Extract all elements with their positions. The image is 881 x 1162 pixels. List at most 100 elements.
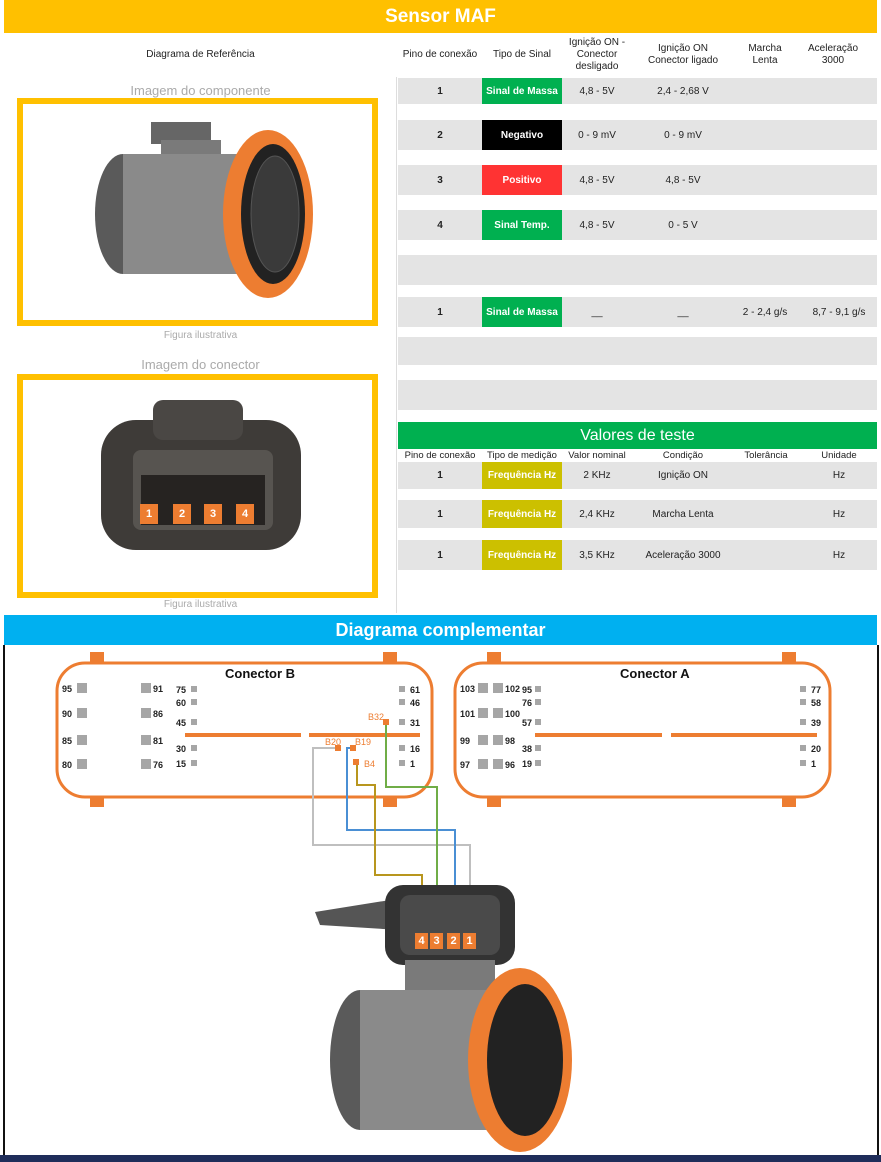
connector_a-pin bbox=[478, 735, 488, 745]
signal-badge: Sinal de Massa bbox=[482, 78, 562, 104]
connector_a-pin-label: 1 bbox=[811, 759, 817, 769]
connector_b-pin bbox=[77, 735, 87, 745]
connector_a-pin bbox=[493, 708, 503, 718]
highlight-pin bbox=[353, 759, 359, 765]
header-on: Ignição ON Conector ligado bbox=[647, 43, 719, 66]
ign-off-cell: 4,8 - 5V bbox=[579, 219, 615, 231]
table-row bbox=[398, 210, 877, 240]
connector-pin-4: 4 bbox=[236, 504, 254, 524]
connector_b-pin-label: 90 bbox=[62, 709, 73, 719]
connector_a-pin-label: 100 bbox=[505, 709, 521, 719]
pin-cell: 4 bbox=[437, 219, 443, 231]
connector_b-pin bbox=[191, 745, 197, 751]
highlight-pin bbox=[335, 745, 341, 751]
connector_b-pin-label: 76 bbox=[153, 760, 164, 770]
connector-pin-3: 3 bbox=[204, 504, 222, 524]
connector_a-pin-label: 57 bbox=[522, 718, 533, 728]
connector_b-pin-label: 16 bbox=[410, 744, 421, 754]
pin-cell: 1 bbox=[437, 508, 443, 520]
connector_b-pin-label: 1 bbox=[410, 759, 416, 769]
connector_b-pin bbox=[399, 699, 405, 705]
highlight-pin-label: B20 bbox=[325, 737, 342, 747]
figure-caption: Figura ilustrativa bbox=[163, 330, 238, 341]
unit-cell: Hz bbox=[832, 549, 846, 561]
connector_b-pin-label: 30 bbox=[176, 744, 187, 754]
connector_b-pin-label: 46 bbox=[410, 698, 421, 708]
figure-caption-2: Figura ilustrativa bbox=[163, 599, 238, 610]
table-row bbox=[398, 165, 877, 195]
connector_a-pin-label: 20 bbox=[811, 744, 822, 754]
connector_b-pin-label: 81 bbox=[153, 736, 164, 746]
condition-cell: Aceleração 3000 bbox=[645, 549, 721, 561]
connector-a-outline bbox=[453, 661, 832, 799]
connector-a-title: Conector A bbox=[620, 666, 690, 681]
connector_a-pin bbox=[493, 759, 503, 769]
ign-off-cell: 4,8 - 5V bbox=[579, 85, 615, 97]
test-row bbox=[398, 462, 877, 489]
connector_a-pin bbox=[493, 735, 503, 745]
ign-off-cell: __ bbox=[591, 306, 603, 318]
connector_a-pin bbox=[800, 760, 806, 766]
pin-cell: 1 bbox=[437, 85, 443, 97]
pin-cell: 1 bbox=[437, 470, 443, 481]
connector_b-pin bbox=[141, 759, 151, 769]
footer-bar bbox=[0, 1155, 881, 1162]
highlight-pin-label: B4 bbox=[364, 759, 376, 769]
connector_b-pin bbox=[191, 719, 197, 725]
connector_a-pin bbox=[478, 759, 488, 769]
test-row bbox=[398, 540, 877, 570]
maf-sensor-bottom bbox=[315, 885, 572, 1152]
signal-badge: Negativo bbox=[482, 120, 562, 150]
sensor-pin-tag: 1 bbox=[463, 933, 476, 949]
connector_b-pin bbox=[77, 708, 87, 718]
connector_a-pin-label: 76 bbox=[522, 698, 533, 708]
connector_b-pin-label: 60 bbox=[176, 698, 187, 708]
ign-on-cell: 2,4 - 2,68 V bbox=[657, 85, 709, 97]
connector_b-pin-label: 91 bbox=[153, 684, 164, 694]
connector_a-pin bbox=[535, 719, 541, 725]
connector_a-pin bbox=[800, 699, 806, 705]
header-off: Ignição ON - Conector desligado bbox=[568, 37, 626, 72]
ign-off-cell: 0 - 9 mV bbox=[578, 129, 616, 141]
pin-cell: 1 bbox=[437, 306, 443, 318]
test-header-3: Condição bbox=[662, 450, 704, 461]
accel-cell: 8,7 - 9,1 g/s bbox=[812, 306, 866, 318]
maf-sensor-image bbox=[95, 122, 313, 298]
component-image-frame bbox=[17, 98, 378, 326]
signal-badge: Sinal Temp. bbox=[482, 210, 562, 240]
test-header-5: Unidade bbox=[821, 450, 857, 461]
connector_a-pin-label: 39 bbox=[811, 718, 822, 728]
test-header-0: Pino de conexão bbox=[404, 450, 476, 461]
connector_a-pin-label: 97 bbox=[460, 760, 471, 770]
connector_b-pin bbox=[191, 699, 197, 705]
connector_b-pin bbox=[141, 735, 151, 745]
header-accel: Aceleração 3000 bbox=[807, 43, 859, 66]
connector_a-pin-label: 77 bbox=[811, 685, 822, 695]
connector_a-pin bbox=[535, 745, 541, 751]
signal-badge: Sinal de Massa bbox=[482, 297, 562, 327]
connector_a-pin bbox=[535, 760, 541, 766]
connector_a-pin-label: 96 bbox=[505, 760, 516, 770]
unit-cell: Hz bbox=[832, 470, 846, 481]
idle-cell: 2 - 2,4 g/s bbox=[742, 306, 788, 318]
connector_a-pin-label: 102 bbox=[505, 684, 521, 694]
complementary-diagram-title: Diagrama complementar bbox=[4, 615, 877, 645]
connector_b-pin-label: 75 bbox=[176, 685, 187, 695]
connector_b-pin-label: 15 bbox=[176, 759, 187, 769]
nominal-cell: 2 KHz bbox=[583, 470, 611, 481]
condition-cell: Marcha Lenta bbox=[652, 508, 714, 520]
page-title: Sensor MAF bbox=[4, 0, 877, 33]
connector_b-pin bbox=[191, 686, 197, 692]
connector_a-pin bbox=[478, 683, 488, 693]
measurement-badge: Frequência Hz bbox=[482, 500, 562, 528]
connector-pin-2: 2 bbox=[173, 504, 191, 524]
connector-b-outline bbox=[55, 661, 434, 799]
header-idle: Marcha Lenta bbox=[748, 43, 782, 66]
connector_b-pin-label: 85 bbox=[62, 736, 73, 746]
ign-on-cell: 0 - 9 mV bbox=[664, 129, 702, 141]
connector_b-pin-label: 45 bbox=[176, 718, 187, 728]
measurement-badge: Frequência Hz bbox=[482, 462, 562, 489]
signal-badge: Positivo bbox=[482, 165, 562, 195]
test-values-title: Valores de teste bbox=[398, 422, 877, 449]
connector_a-pin bbox=[535, 686, 541, 692]
